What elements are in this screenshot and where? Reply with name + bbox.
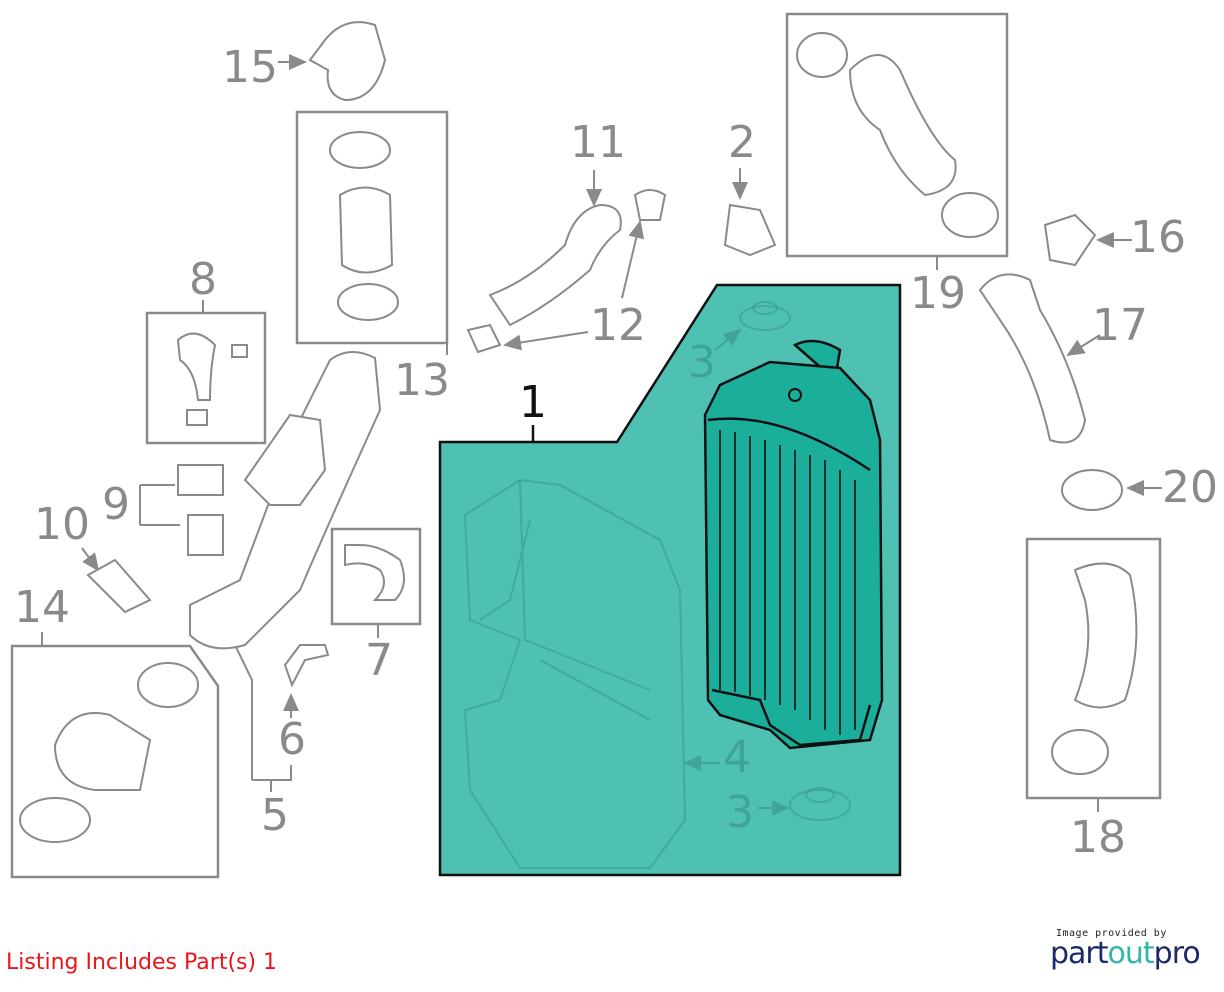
part-10 (86, 558, 152, 614)
callout-8[interactable]: 8 (189, 254, 217, 305)
kit-box-19 (785, 12, 1009, 258)
callout-3-bottom[interactable]: 3 (726, 787, 754, 838)
part-outlines (19, 21, 1138, 843)
callout-12[interactable]: 12 (590, 300, 646, 351)
part-2 (723, 203, 777, 257)
part-7 (344, 544, 405, 601)
cap-part-3[interactable] (714, 301, 851, 821)
part-9 (177, 464, 224, 496)
part-18 (1073, 562, 1138, 709)
callout-1-selected[interactable]: 1 (519, 377, 547, 428)
logo-part: part (1050, 936, 1109, 971)
kit-box-13 (295, 110, 449, 345)
part-11 (488, 203, 622, 327)
callout-7[interactable]: 7 (365, 635, 393, 686)
callout-5[interactable]: 5 (261, 790, 289, 841)
callout-20[interactable]: 20 (1162, 462, 1218, 513)
callouts: 15 13 11 12 2 19 16 17 20 18 8 9 10 14 7… (14, 42, 1218, 863)
partoutpro-logo: Image provided by partoutpro (1050, 928, 1201, 971)
callout-18[interactable]: 18 (1070, 812, 1126, 863)
air-duct-part-4[interactable] (463, 478, 720, 869)
part-17 (978, 273, 1087, 444)
kit-box-7 (330, 527, 422, 626)
logo-out: out (1107, 936, 1155, 971)
callout-15[interactable]: 15 (222, 42, 278, 93)
callout-6[interactable]: 6 (278, 714, 306, 765)
part-16 (1043, 213, 1097, 267)
intercooler-part-1[interactable] (703, 339, 884, 750)
logo-wordmark: partoutpro (1050, 936, 1201, 971)
callout-11[interactable]: 11 (570, 117, 626, 168)
logo-caption: Image provided by (1056, 928, 1167, 939)
part-15 (308, 21, 387, 102)
callout-17[interactable]: 17 (1092, 300, 1148, 351)
part-6 (283, 644, 330, 688)
callout-4[interactable]: 4 (723, 732, 751, 783)
callout-14[interactable]: 14 (14, 582, 70, 633)
listing-includes-text: Listing Includes Part(s) 1 (6, 950, 278, 975)
kit-box-8 (145, 311, 267, 445)
part-8 (176, 332, 217, 401)
callout-2[interactable]: 2 (728, 117, 756, 168)
callout-10[interactable]: 10 (34, 499, 90, 550)
callout-9[interactable]: 9 (102, 479, 130, 530)
callout-16[interactable]: 16 (1130, 212, 1186, 263)
part-20 (1061, 469, 1123, 511)
part-14 (53, 712, 152, 791)
callout-13[interactable]: 13 (394, 355, 450, 406)
callout-3-top[interactable]: 3 (688, 337, 716, 388)
kit-box-14 (10, 644, 220, 879)
logo-pro: pro (1153, 936, 1201, 971)
callout-19[interactable]: 19 (910, 268, 966, 319)
leader-lines (41, 54, 1162, 812)
kit-box-18 (1025, 537, 1162, 800)
